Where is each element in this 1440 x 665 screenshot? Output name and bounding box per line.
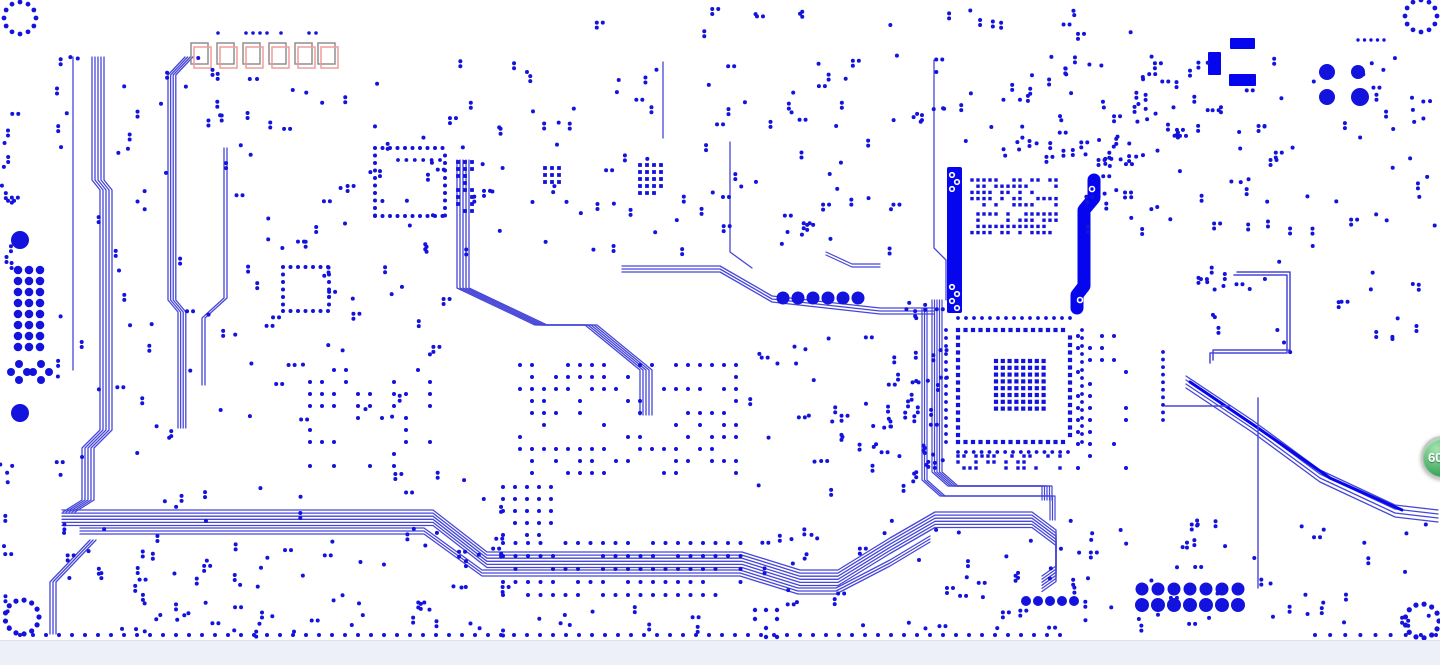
footer-bar [0, 640, 1440, 665]
pcb-canvas [0, 0, 1440, 640]
score-badge-label: 60 [1428, 450, 1440, 465]
score-badge[interactable]: 60 [1421, 436, 1440, 479]
